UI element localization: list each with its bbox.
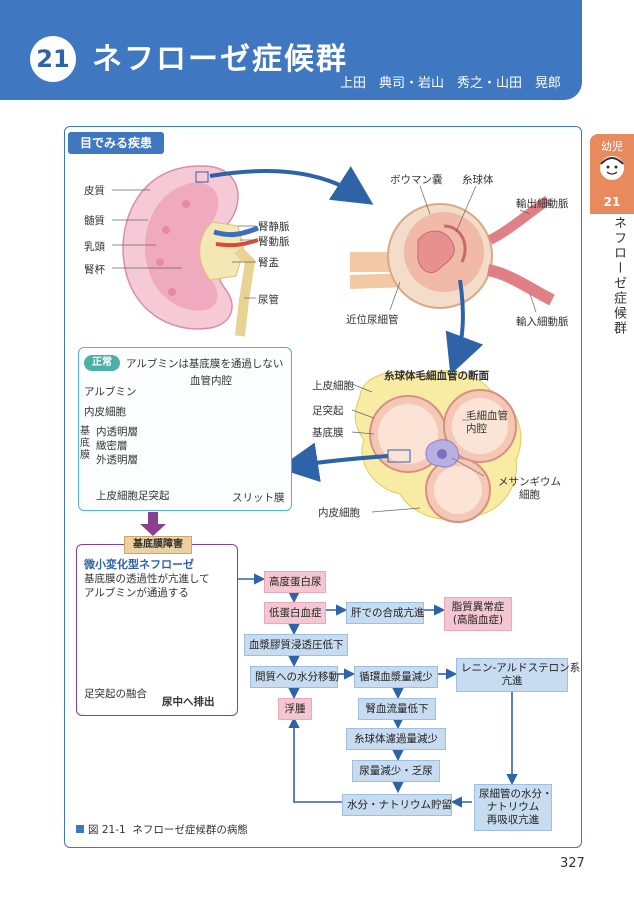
flow-oliguria: 尿量減少・乏尿 [352, 760, 440, 782]
page-number: 327 [560, 856, 585, 871]
label-slit: スリット膜 [232, 492, 285, 504]
label-pelvis: 腎盂 [258, 257, 279, 269]
label-endothelial-normal: 内皮細胞 [84, 406, 126, 418]
child-face-icon [600, 156, 624, 180]
flow-retention: 水分・ナトリウム貯留 [342, 794, 452, 816]
zoom-arrow-3 [278, 442, 389, 483]
abnormal-zoom-box [76, 544, 238, 716]
abnormal-title: 微小変化型ネフローゼ [84, 558, 194, 571]
label-efferent: 輸出細動脈 [516, 198, 569, 210]
abnormal-description: 基底膜の透過性が亢進して アルブミンが通過する [84, 573, 210, 599]
flow-dyslipidemia: 脂質異常症 (高脂血症) [444, 597, 512, 631]
normal-tag: 正常 [84, 355, 120, 371]
label-podocyte: 上皮細胞 [312, 380, 354, 392]
zoom-arrow-1 [209, 166, 374, 205]
label-calyx: 腎杯 [84, 264, 105, 276]
side-tab-title: ネフローゼ症候群 [596, 216, 628, 336]
flow-proteinuria: 高度蛋白尿 [264, 571, 326, 593]
label-albumin: アルブミン [84, 386, 137, 398]
label-fusion: 足突起の融合 [84, 688, 147, 700]
flow-volume-drop: 循環血漿量減少 [354, 666, 438, 688]
panel-tab: 目でみる疾患 [68, 132, 164, 154]
caption-figure-number: 図 21-1 [88, 824, 126, 836]
glomerulus-illustration [349, 195, 555, 309]
label-excretion: 尿中へ排出 [162, 696, 215, 708]
label-cortex: 皮質 [84, 185, 105, 197]
chapter-number-badge: 21 [30, 36, 76, 82]
label-lamina-rara-interna: 内透明層 [96, 426, 138, 438]
basement-damage-tag: 基底膜障害 [124, 536, 192, 554]
chapter-header: 21 ネフローゼ症候群 上田 典司・岩山 秀之・山田 晃郎 [0, 0, 582, 100]
normal-statement: アルブミンは基底膜を通過しない [126, 358, 284, 370]
label-papilla: 乳頭 [84, 241, 105, 253]
flow-liver-synthesis: 肝での合成亢進 [346, 602, 425, 624]
side-tab: 幼児 [590, 134, 634, 214]
label-endothelial: 内皮細胞 [318, 507, 360, 519]
flow-oncotic-drop: 血漿膠質浸透圧低下 [244, 634, 348, 656]
flow-hypoalbuminemia: 低蛋白血症 [264, 602, 326, 624]
capillary-cross-section [354, 370, 522, 523]
figure-caption: 図 21-1 ネフローゼ症候群の病態 [76, 822, 248, 837]
flow-edema: 浮腫 [278, 698, 312, 720]
side-tab-category: 幼児 [601, 140, 623, 153]
label-foot-process-normal: 上皮細胞足突起 [96, 490, 170, 502]
label-basement: 基底膜 [312, 427, 344, 439]
label-lamina-rara-externa: 外透明層 [96, 454, 138, 466]
label-renal-artery: 腎動脈 [258, 236, 290, 248]
label-ureter: 尿管 [258, 294, 279, 306]
side-tab-number: 21 [603, 195, 621, 209]
label-bowman: ボウマン嚢 [390, 174, 443, 186]
cross-section-title: 糸球体毛細血管の断面 [384, 370, 489, 382]
chapter-authors: 上田 典司・岩山 秀之・山田 晃郎 [340, 76, 562, 91]
label-proximal-tubule: 近位尿細管 [346, 314, 399, 326]
label-mesangial: メサンギウム 細胞 [498, 476, 561, 501]
flow-reabsorption: 尿細管の水分・ ナトリウム 再吸収亢進 [474, 784, 553, 831]
kidney-illustration [122, 165, 259, 337]
chapter-title: ネフローゼ症候群 [92, 42, 348, 77]
label-foot-process: 足突起 [312, 405, 344, 417]
caption-square-icon [76, 825, 84, 833]
label-afferent: 輸入細動脈 [516, 316, 569, 328]
label-renal-vein: 腎静脈 [258, 221, 290, 233]
label-medulla: 髄質 [84, 215, 105, 227]
normal-zoom-box [78, 347, 292, 511]
flow-renal-flow: 腎血流量低下 [358, 698, 436, 720]
label-vessel-lumen: 血管内腔 [190, 375, 232, 387]
down-arrow-abnormal [140, 512, 166, 536]
label-lamina-densa: 緻密層 [96, 440, 128, 452]
flow-raas: レニン-アルドステロン系 亢進 [456, 658, 580, 692]
flow-interstitial: 間質への水分移動 [250, 666, 339, 688]
label-glomerulus: 糸球体 [462, 174, 494, 186]
zoom-arrow-2 [445, 279, 484, 375]
flow-gfr: 糸球体濾過量減少 [346, 728, 446, 750]
label-capillary-lumen: 毛細血管 内腔 [466, 410, 508, 435]
caption-text: ネフローゼ症候群の病態 [132, 824, 248, 836]
label-basement-group: 基底膜 [80, 426, 90, 461]
